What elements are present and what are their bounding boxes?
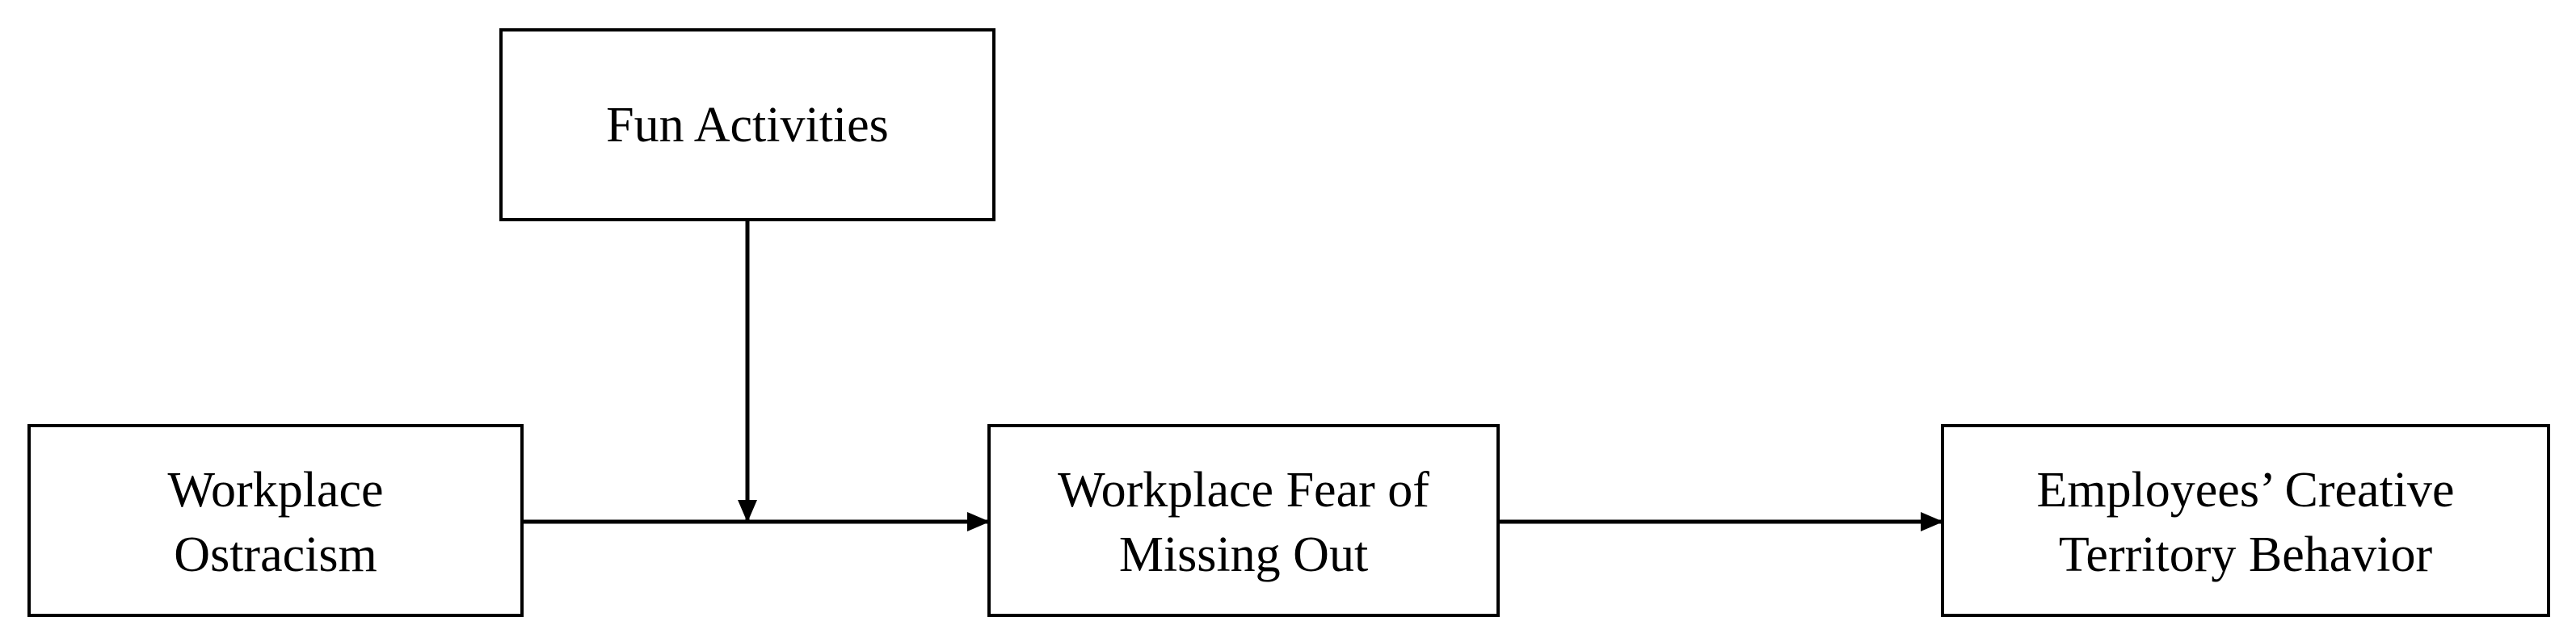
fun-activities-node: Fun Activities <box>499 28 995 221</box>
creative-territory-box <box>1941 424 2550 617</box>
creative-territory-label-line-2: Territory Behavior <box>2059 527 2433 582</box>
workplace-ostracism-node: Workplace Ostracism <box>27 424 524 617</box>
workplace-ostracism-box <box>27 424 524 617</box>
workplace-ostracism-label-line-2: Ostracism <box>174 527 377 582</box>
creative-territory-node: Employees’ Creative Territory Behavior <box>1941 424 2550 617</box>
workplace-ostracism-label-line-1: Workplace <box>168 463 384 518</box>
workplace-fomo-label-line-2: Missing Out <box>1119 527 1368 582</box>
workplace-fomo-label-line-1: Workplace Fear of <box>1058 463 1429 518</box>
fun-activities-box <box>499 28 995 221</box>
creative-territory-label-line-1: Employees’ Creative <box>2036 463 2454 518</box>
workplace-fomo-node: Workplace Fear of Missing Out <box>987 424 1500 617</box>
workplace-fomo-box <box>987 424 1500 617</box>
fun-activities-label: Fun Activities <box>606 98 889 153</box>
